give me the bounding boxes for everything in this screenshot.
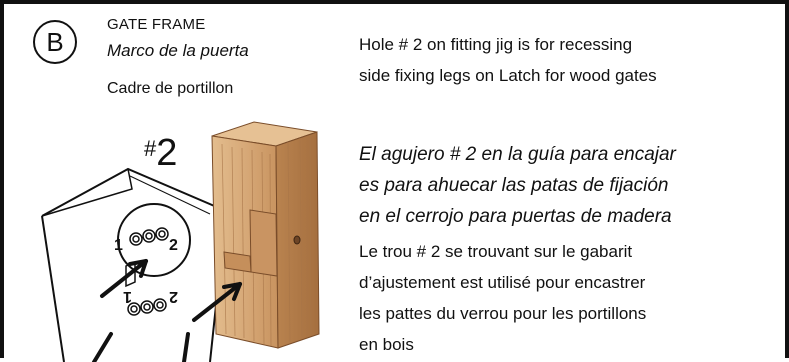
jig-label-top-left: 1 (114, 237, 123, 254)
instruction-fr-line: en bois (359, 335, 414, 354)
instruction-text-es: El agujero # 2 en la guía para encajar e… (359, 139, 779, 232)
instruction-en-line: side fixing legs on Latch for wood gates (359, 66, 657, 85)
instruction-en-line: Hole # 2 on fitting jig is for recessing (359, 35, 633, 54)
jig-label-bottom-left: 1 (123, 288, 132, 305)
instruction-fr-line: Le trou # 2 se trouvant sur le gabarit (359, 242, 633, 261)
hash-symbol: # (144, 136, 157, 161)
hole-number-label: #2 (144, 132, 177, 175)
arrow-to-wood-recess (192, 282, 242, 322)
instruction-fr-line: les pattes du verrou pour les portillons (359, 304, 647, 323)
hole-2-highlight-circle (117, 203, 191, 277)
fitting-jig-drawing (41, 167, 228, 362)
arrow-right-bottom (182, 332, 190, 362)
instruction-es-line: en el cerrojo para puertas de madera (359, 206, 672, 227)
instruction-es-line: El agujero # 2 en la guía para encajar (359, 144, 676, 165)
section-title-es: Marco de la puerta (107, 41, 249, 60)
instruction-es-line: es para ahuecar las patas de fijación (359, 175, 669, 196)
jig-label-bottom-right: 2 (169, 288, 178, 305)
pointer-arrows (92, 259, 242, 362)
instruction-fr-line: d’ajustement est utilisé pour encastrer (359, 273, 646, 292)
arrow-left-bottom (92, 332, 113, 362)
arrow-to-jig-hole (100, 259, 148, 298)
fitting-illustration: 1 2 1 2 (41, 121, 320, 362)
wood-gate-post-drawing (211, 121, 320, 349)
instruction-text-en: Hole # 2 on fitting jig is for recessing… (359, 29, 779, 91)
section-title-en: GATE FRAME (107, 16, 206, 33)
section-title-fr: Cadre de portillon (107, 80, 234, 97)
jig-label-top-right: 2 (169, 237, 178, 254)
hole-number: 2 (156, 132, 178, 174)
step-badge: B (33, 20, 77, 64)
instruction-text-fr: Le trou # 2 se trouvant sur le gabarit d… (359, 236, 779, 360)
